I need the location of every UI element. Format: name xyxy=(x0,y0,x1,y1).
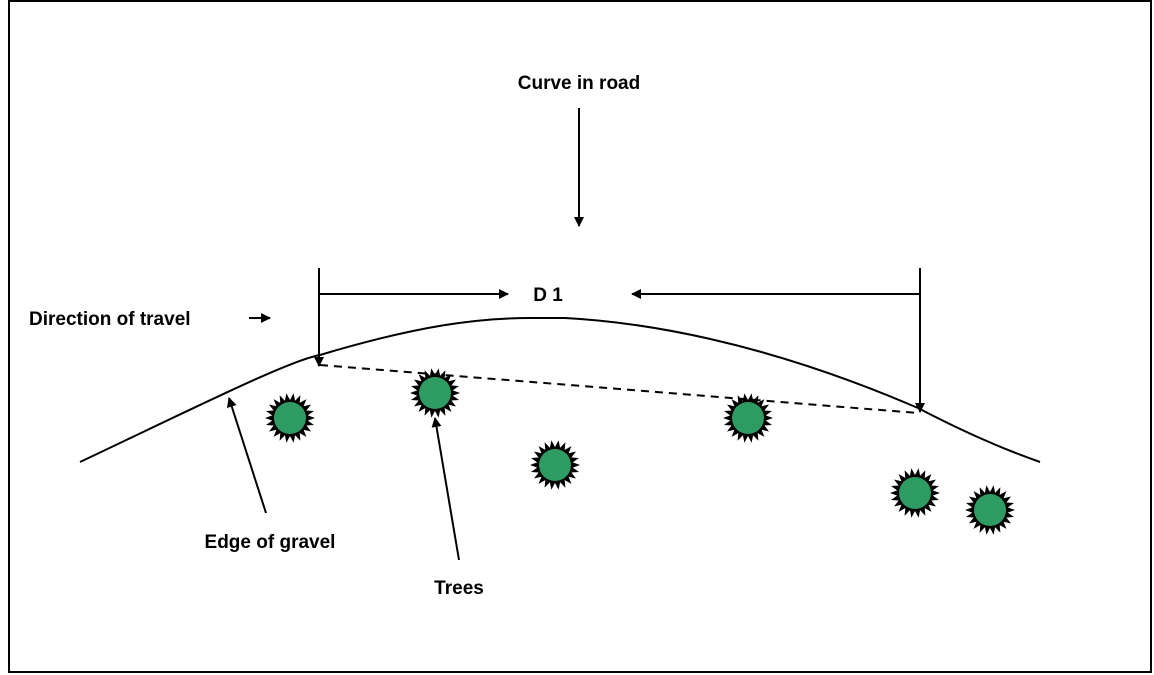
road-edge-curve xyxy=(79,317,1041,463)
tree-canopy xyxy=(899,477,931,509)
direction-label: Direction of travel xyxy=(29,309,191,330)
tree-canopy xyxy=(419,377,451,409)
trees-label: Trees xyxy=(434,578,484,599)
curve-label: Curve in road xyxy=(518,73,640,94)
diagram-frame xyxy=(8,0,1152,673)
d1-label: D 1 xyxy=(533,285,563,306)
tree-canopy xyxy=(274,402,306,434)
edge-pointer-arrow xyxy=(226,397,267,514)
tree-canopy xyxy=(539,449,571,481)
trees-group xyxy=(265,368,1015,535)
tree-canopy xyxy=(974,494,1006,526)
edge-label: Edge of gravel xyxy=(205,532,336,553)
trees-pointer-arrow xyxy=(431,417,460,561)
tree-canopy xyxy=(732,402,764,434)
sight-line-dashed xyxy=(319,364,919,414)
